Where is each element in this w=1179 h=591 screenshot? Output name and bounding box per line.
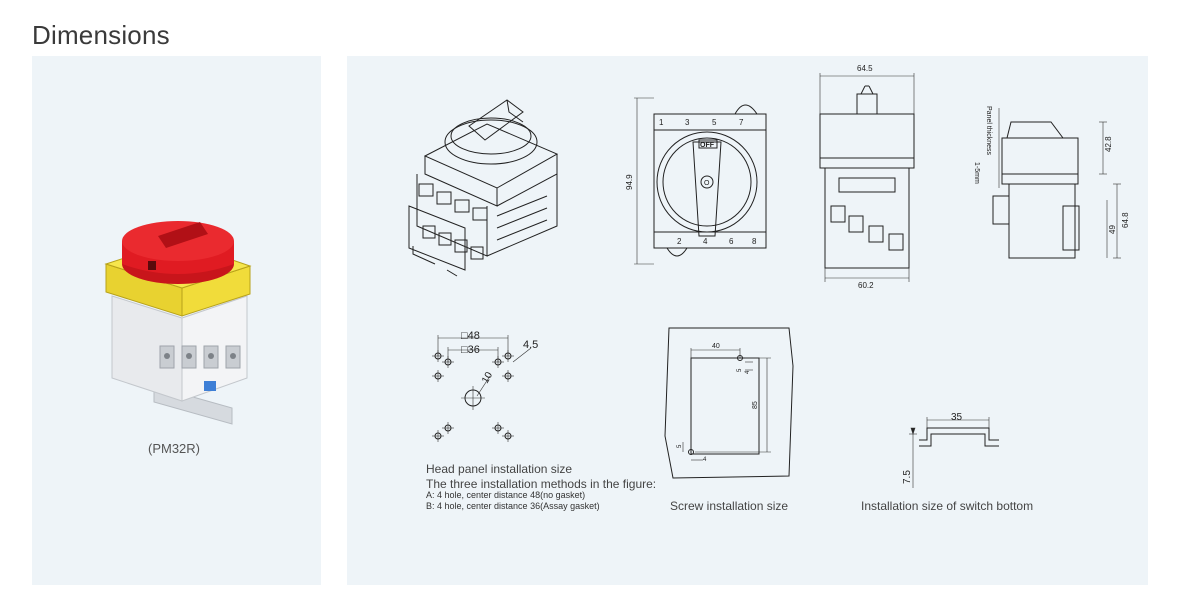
isometric-drawing	[408, 99, 559, 277]
bottom-label: Installation size of switch bottom	[861, 499, 1034, 513]
profile-view-drawing: Panel thickness 1-5mm 42.8 64.8 49	[973, 106, 1130, 259]
product-image	[104, 221, 252, 425]
head-panel-title: Head panel installation size	[426, 462, 573, 476]
head-inner-dim: □36	[461, 344, 480, 356]
screw-d85: 85	[752, 401, 759, 409]
bottom-width: 35	[951, 412, 963, 423]
head-panel-subtitle: The three installation methods in the fi…	[426, 477, 657, 491]
profile-h2: 64.8	[1121, 212, 1130, 228]
side-width-bottom: 60.2	[858, 281, 874, 290]
drawings-panel: 1 3 5 7 2 4 6 8 OFF O 94.9	[347, 56, 1148, 585]
head-hole-dim: 4.5	[523, 339, 538, 351]
profile-thickness-range: 1-5mm	[973, 162, 980, 184]
page-title: Dimensions	[32, 20, 170, 50]
front-off-label: OFF	[700, 142, 715, 149]
front-terminal-3: 3	[685, 118, 690, 127]
profile-panel-thickness: Panel thickness	[985, 106, 992, 156]
head-panel-method-b: B: 4 hole, center distance 36(Assay gask…	[426, 501, 600, 511]
front-terminal-7: 7	[739, 118, 744, 127]
head-panel-method-a: A: 4 hole, center distance 48(no gasket)	[426, 490, 586, 500]
front-terminal-1: 1	[659, 118, 664, 127]
front-center-label: O	[704, 180, 710, 187]
profile-h3: 49	[1108, 225, 1117, 234]
front-height-label: 94.9	[625, 174, 634, 190]
bottom-height: 7.5	[902, 470, 913, 484]
screw-d5b: 5	[677, 444, 683, 448]
front-terminal-2: 2	[677, 237, 682, 246]
product-panel: (PM32R)	[32, 56, 321, 585]
screw-d4b: 4	[703, 457, 707, 463]
screw-d5a: 5	[737, 368, 743, 372]
front-terminal-5: 5	[712, 118, 717, 127]
side-view-drawing: 64.5 60.2	[819, 64, 915, 290]
head-panel-drawing: □48 □36 4.5 10	[432, 330, 538, 442]
side-width-top: 64.5	[857, 64, 873, 73]
front-terminal-4: 4	[703, 237, 708, 246]
front-view-drawing: 1 3 5 7 2 4 6 8 OFF O 94.9	[625, 97, 767, 265]
front-terminal-6: 6	[729, 237, 734, 246]
screw-label: Screw installation size	[670, 499, 789, 513]
screw-drawing: 40 85 4 5 4 5	[664, 327, 794, 479]
head-center-dim: 10	[480, 370, 495, 386]
profile-h1: 42.8	[1104, 136, 1113, 152]
product-model: (PM32R)	[148, 441, 201, 456]
bottom-rail-drawing: 35 7.5	[902, 412, 999, 488]
screw-d4a: 4	[745, 370, 751, 374]
head-outer-dim: □48	[461, 330, 480, 342]
front-terminal-8: 8	[752, 237, 757, 246]
screw-d40: 40	[712, 343, 720, 350]
